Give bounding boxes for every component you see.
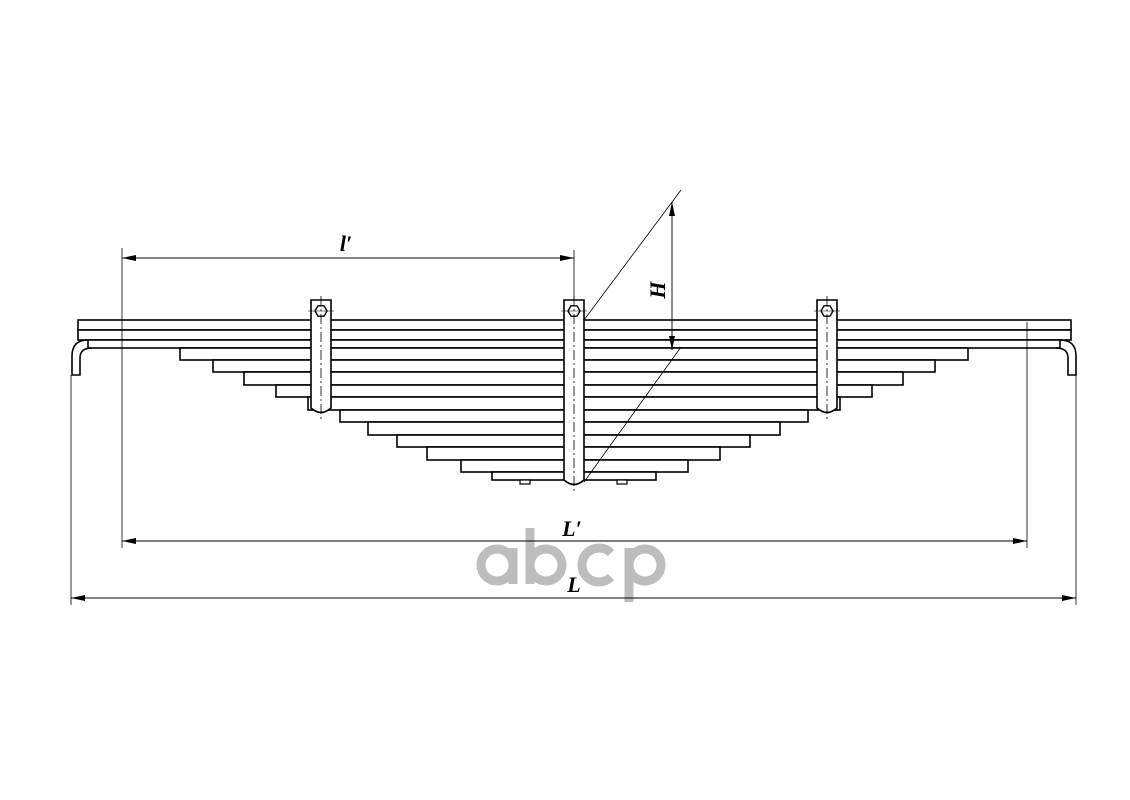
label-l-prime: l′ bbox=[340, 231, 352, 256]
logo-letter-b-bowl bbox=[525, 544, 567, 586]
logo-letter-p-bowl bbox=[624, 544, 666, 586]
extension-lines bbox=[70, 189, 1077, 605]
rivet bbox=[519, 479, 531, 485]
rivet bbox=[616, 479, 628, 485]
clamp-bolt bbox=[814, 296, 840, 421]
label-H: H bbox=[645, 281, 670, 300]
spring-eye-ends bbox=[71, 339, 1077, 376]
clamp-bolt bbox=[561, 296, 587, 493]
label-L: L bbox=[566, 572, 580, 597]
clamps bbox=[308, 296, 840, 493]
label-L-prime: L′ bbox=[561, 516, 582, 541]
clamp-bolt bbox=[308, 296, 334, 421]
right-eye-end bbox=[1055, 339, 1077, 376]
logo-letter-a-bowl bbox=[476, 544, 518, 586]
dimension-lines bbox=[71, 202, 1076, 601]
watermark-logo bbox=[476, 528, 666, 602]
logo-letter-c bbox=[577, 543, 615, 587]
left-eye-end bbox=[71, 339, 93, 376]
